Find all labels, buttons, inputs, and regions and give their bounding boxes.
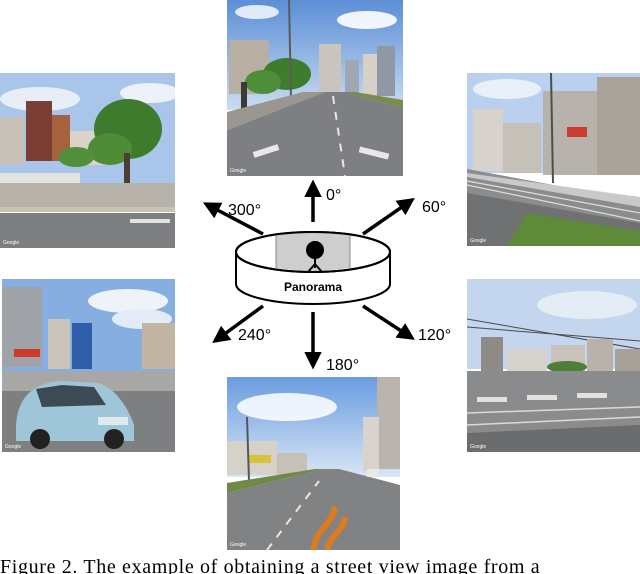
photo-watermark: Google: [230, 168, 246, 174]
street-view-photo-0: Google: [227, 0, 403, 176]
arrow-300: [202, 202, 264, 236]
arrow-120: [362, 304, 415, 340]
panorama-label: Panorama: [284, 280, 342, 294]
angle-label-300: 300°: [228, 202, 261, 219]
street-view-photo-180: Google: [227, 377, 400, 550]
angle-label-120: 120°: [418, 327, 451, 344]
street-view-photo-60: Google: [467, 73, 640, 246]
angle-label-0: 0°: [326, 187, 341, 204]
street-view-photo-240: Google: [2, 279, 175, 452]
street-view-photo-120: Google: [467, 279, 640, 452]
panorama-cylinder: Panorama: [235, 231, 391, 305]
angle-label-60: 60°: [422, 199, 446, 216]
arrow-240: [212, 304, 265, 344]
viewer-icon: [306, 241, 324, 259]
photo-watermark: Google: [470, 444, 486, 450]
arrow-60: [362, 198, 415, 236]
angle-label-240: 240°: [238, 327, 271, 344]
photo-watermark: Google: [5, 444, 21, 450]
street-view-photo-300: Google: [0, 73, 175, 248]
photo-watermark: Google: [230, 542, 246, 548]
photo-watermark: Google: [3, 240, 19, 246]
angle-label-180: 180°: [326, 357, 359, 374]
photo-watermark: Google: [470, 238, 486, 244]
figure-caption: Figure 2. The example of obtaining a str…: [0, 556, 541, 574]
